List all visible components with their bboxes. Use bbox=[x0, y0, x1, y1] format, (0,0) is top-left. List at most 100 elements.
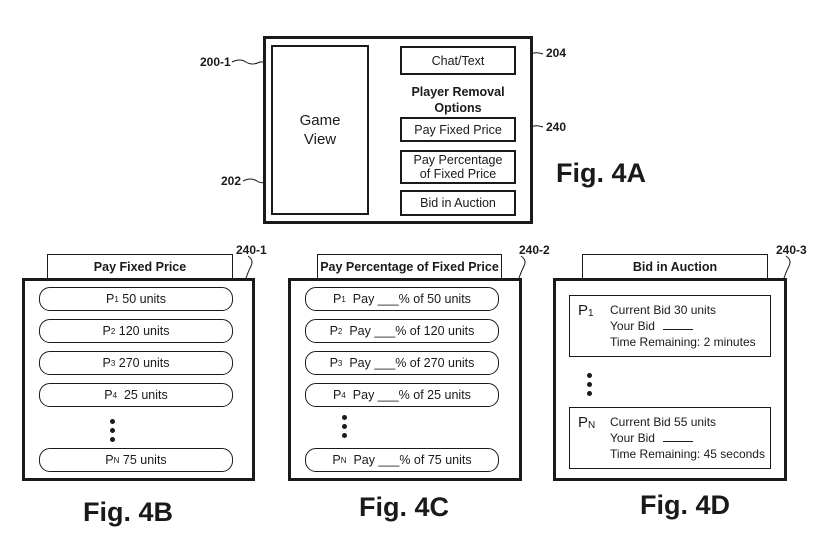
pay-percentage-label-line1: Pay Percentage bbox=[413, 153, 503, 167]
player-label: P bbox=[102, 356, 111, 370]
figure-label-4c: Fig. 4C bbox=[359, 492, 450, 522]
player-label: P bbox=[102, 324, 111, 338]
player-index: 4 bbox=[112, 390, 118, 400]
panel-240-1 bbox=[22, 278, 255, 481]
player-label: P bbox=[329, 324, 338, 338]
player-letter: P bbox=[578, 414, 589, 431]
player-removal-options-heading: Player Removal Options bbox=[400, 84, 516, 116]
player-label: P bbox=[333, 292, 342, 306]
percentage-text: Pay ___% of 270 units bbox=[342, 356, 475, 370]
auction-card[interactable]: PN Current Bid 55 units Your Bid Time Re… bbox=[569, 407, 771, 469]
game-view-panel[interactable]: Game View bbox=[271, 45, 369, 215]
your-bid-input[interactable] bbox=[662, 431, 693, 442]
pay-fixed-price-label: Pay Fixed Price bbox=[414, 122, 502, 137]
player-index: 2 bbox=[110, 326, 116, 336]
pay-percentage-button[interactable]: Pay Percentage of Fixed Price bbox=[400, 150, 516, 184]
ellipsis-icon bbox=[342, 415, 348, 442]
leader-240-3 bbox=[783, 255, 791, 279]
time-remaining: Time Remaining: 2 minutes bbox=[610, 335, 756, 349]
game-view-label-line2: View bbox=[303, 131, 337, 148]
your-bid-label: Your Bid bbox=[610, 431, 655, 445]
player-letter: P bbox=[578, 302, 589, 319]
time-remaining: Time Remaining: 45 seconds bbox=[610, 447, 765, 461]
screen-200-1: Game View Chat/Text Player Removal Optio… bbox=[263, 36, 533, 224]
price-text: 270 units bbox=[115, 356, 170, 370]
player-index: N bbox=[113, 455, 120, 465]
ref-label-240-1: 240-1 bbox=[236, 243, 267, 257]
ref-label-240: 240 bbox=[546, 120, 567, 134]
current-bid: Current Bid 30 units bbox=[610, 303, 717, 317]
your-bid-label: Your Bid bbox=[610, 319, 655, 333]
player-label: PN bbox=[578, 414, 595, 431]
current-bid: Current Bid 55 units bbox=[610, 415, 717, 429]
heading-line2: Options bbox=[434, 101, 482, 115]
player-label: P bbox=[105, 292, 115, 306]
bid-in-auction-label: Bid in Auction bbox=[420, 196, 496, 210]
tab-title: Pay Percentage of Fixed Price bbox=[320, 260, 499, 274]
pay-percentage-label-line2: of Fixed Price bbox=[419, 167, 497, 181]
player-label: P bbox=[333, 388, 342, 402]
game-view-label-line1: Game bbox=[299, 112, 341, 129]
tab-title: Pay Fixed Price bbox=[93, 260, 187, 274]
percentage-text: Pay ___% of 120 units bbox=[342, 324, 475, 338]
figure-label-4a: Fig. 4A bbox=[556, 158, 647, 188]
player-index: 3 bbox=[337, 358, 343, 368]
percentage-text: Pay ___% of 50 units bbox=[345, 292, 471, 306]
percentage-text: Pay ___% of 25 units bbox=[345, 388, 471, 402]
ellipsis-icon bbox=[587, 373, 593, 400]
leader-240-2 bbox=[518, 255, 526, 279]
chat-text-box[interactable]: Chat/Text bbox=[400, 46, 516, 75]
figure-label-4b: Fig. 4B bbox=[83, 497, 174, 527]
leader-200-1 bbox=[231, 59, 264, 65]
ref-label-240-2: 240-2 bbox=[519, 243, 550, 257]
pay-fixed-price-button[interactable]: Pay Fixed Price bbox=[400, 117, 516, 142]
tab-title: Bid in Auction bbox=[632, 260, 718, 274]
player-index: 4 bbox=[341, 390, 346, 400]
percentage-text: Pay ___% of 75 units bbox=[346, 453, 472, 467]
player-index: N bbox=[588, 420, 596, 431]
player-index: N bbox=[340, 455, 347, 465]
price-text: 25 units bbox=[117, 388, 168, 402]
ref-label-240-3: 240-3 bbox=[776, 243, 807, 257]
figure-label-4d: Fig. 4D bbox=[640, 490, 731, 520]
panel-240-2 bbox=[288, 278, 522, 481]
tab-pay-percentage[interactable]: Pay Percentage of Fixed Price bbox=[317, 254, 502, 279]
player-label: P1 bbox=[578, 302, 594, 319]
chat-text-label: Chat/Text bbox=[431, 53, 485, 68]
your-bid-input[interactable] bbox=[662, 319, 693, 330]
your-bid-row: Your Bid bbox=[610, 430, 765, 446]
ref-label-200-1: 200-1 bbox=[200, 55, 231, 69]
player-label: P bbox=[105, 453, 114, 467]
player-index: 1 bbox=[341, 294, 346, 304]
bid-in-auction-button[interactable]: Bid in Auction bbox=[400, 190, 516, 216]
your-bid-row: Your Bid bbox=[610, 318, 756, 334]
price-text: 75 units bbox=[119, 453, 167, 467]
heading-line1: Player Removal bbox=[411, 85, 505, 99]
tab-pay-fixed-price[interactable]: Pay Fixed Price bbox=[47, 254, 233, 279]
player-label: P bbox=[329, 356, 338, 370]
player-index: 1 bbox=[114, 294, 119, 304]
leader-240-1 bbox=[245, 255, 253, 279]
player-label: P bbox=[332, 453, 341, 467]
price-text: 120 units bbox=[115, 324, 170, 338]
ellipsis-icon bbox=[110, 419, 116, 446]
auction-card[interactable]: P1 Current Bid 30 units Your Bid Time Re… bbox=[569, 295, 771, 357]
tab-bid-in-auction[interactable]: Bid in Auction bbox=[582, 254, 768, 279]
player-label: P bbox=[104, 388, 113, 402]
ref-label-204: 204 bbox=[546, 46, 567, 60]
ref-label-202: 202 bbox=[221, 174, 242, 188]
player-index: 3 bbox=[110, 358, 116, 368]
player-index: 1 bbox=[588, 308, 594, 319]
player-index: 2 bbox=[337, 326, 343, 336]
price-text: 50 units bbox=[118, 292, 167, 306]
